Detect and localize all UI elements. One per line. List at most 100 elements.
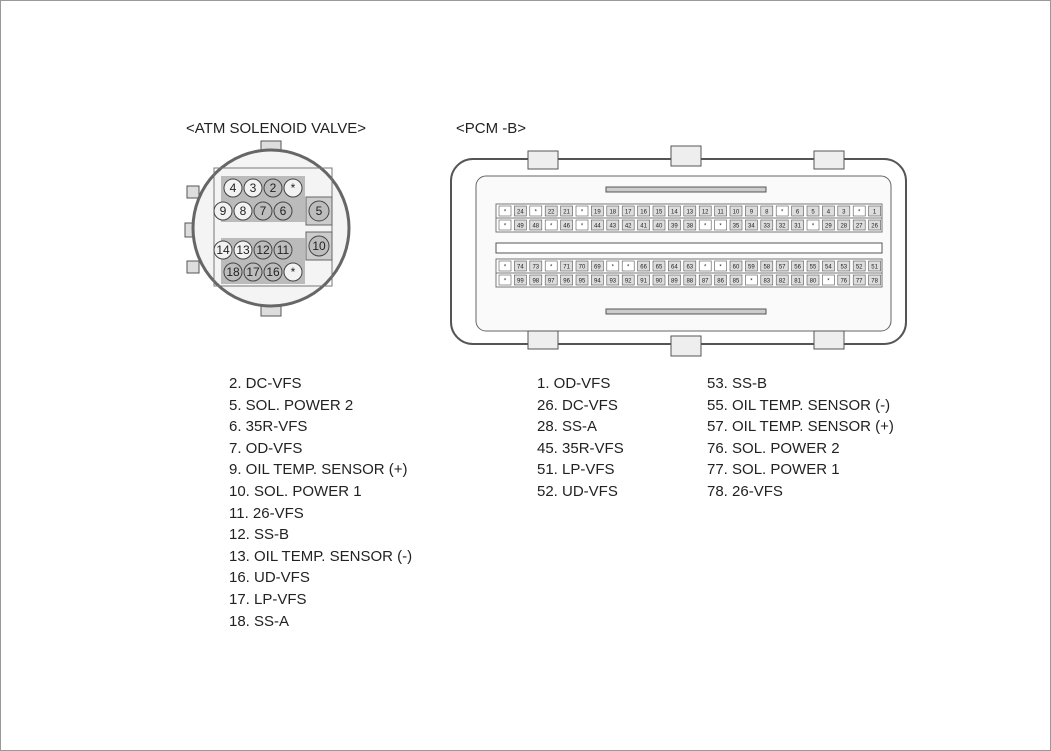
svg-text:48: 48 <box>532 224 539 230</box>
pcm-pin-*: * <box>498 274 512 286</box>
pcm-pin-18: 18 <box>606 205 620 217</box>
svg-text:58: 58 <box>763 265 770 271</box>
svg-text:70: 70 <box>579 265 586 271</box>
svg-text:92: 92 <box>625 279 632 285</box>
pcm-pin-49: 49 <box>514 219 527 231</box>
pcm-pin-*: * <box>498 260 512 272</box>
svg-text:26: 26 <box>871 224 878 230</box>
svg-text:*: * <box>504 265 507 271</box>
pcm-pin-97: 97 <box>544 274 558 286</box>
pcm-pin-46: 46 <box>560 219 573 231</box>
pcm-pin-4: 4 <box>822 205 835 217</box>
svg-text:91: 91 <box>640 279 647 285</box>
svg-text:*: * <box>704 224 707 230</box>
pcm-pin-*: * <box>714 219 727 231</box>
pcm-pin-39: 39 <box>668 219 681 231</box>
atm-pin-17: 17 <box>243 262 263 282</box>
svg-text:*: * <box>812 224 815 230</box>
pcm-pin-22: 22 <box>544 205 558 217</box>
pcm-pin-24: 24 <box>514 205 527 217</box>
pin-description: 10. SOL. POWER 1 <box>229 482 362 500</box>
svg-text:71: 71 <box>563 265 570 271</box>
svg-text:54: 54 <box>825 265 832 271</box>
pcm-pin-*: * <box>544 219 558 231</box>
pin-description: 28. SS-A <box>537 418 598 436</box>
svg-text:*: * <box>504 210 507 216</box>
svg-text:52: 52 <box>856 265 863 271</box>
svg-text:2: 2 <box>270 181 277 195</box>
svg-text:8: 8 <box>765 210 769 216</box>
svg-text:76: 76 <box>840 279 847 285</box>
svg-text:*: * <box>550 265 553 271</box>
svg-text:73: 73 <box>532 265 539 271</box>
pcm-pin-56: 56 <box>791 260 804 272</box>
pcm-pin-38: 38 <box>683 219 697 231</box>
pcm-pin-*: * <box>544 260 558 272</box>
pcm-pin-*: * <box>621 260 635 272</box>
pin-description: 17. LP-VFS <box>229 590 307 608</box>
svg-text:*: * <box>827 279 830 285</box>
atm-pin-4: 4 <box>223 178 243 198</box>
pcm-pin-*: * <box>575 219 589 231</box>
pcm-pin-89: 89 <box>668 274 681 286</box>
pcm-pin-*: * <box>745 274 758 286</box>
pcm-pin-95: 95 <box>575 274 589 286</box>
pcm-pin-27: 27 <box>852 219 866 231</box>
pin-description: 52. UD-VFS <box>537 482 618 500</box>
pcm-pin-54: 54 <box>822 260 835 272</box>
pcm-pin-1: 1 <box>868 205 881 217</box>
pin-description: 13. OIL TEMP. SENSOR (-) <box>229 547 413 565</box>
svg-text:22: 22 <box>548 210 555 216</box>
svg-text:11: 11 <box>717 210 724 216</box>
pcm-pin-*: * <box>806 219 820 231</box>
pcm-pin-60: 60 <box>729 260 743 272</box>
pcm-pin-87: 87 <box>698 274 712 286</box>
pcm-pin-40: 40 <box>652 219 666 231</box>
pcm-pin-11: 11 <box>714 205 727 217</box>
svg-text:32: 32 <box>779 224 786 230</box>
svg-text:83: 83 <box>763 279 770 285</box>
pin-description: 53. SS-B <box>707 375 768 392</box>
pcm-pin-41: 41 <box>637 219 650 231</box>
svg-text:57: 57 <box>779 265 786 271</box>
svg-text:56: 56 <box>794 265 801 271</box>
svg-text:27: 27 <box>856 224 863 230</box>
pcm-pin-42: 42 <box>621 219 635 231</box>
pcm-pin-32: 32 <box>775 219 789 231</box>
atm-pin-8: 8 <box>233 201 253 221</box>
svg-text:99: 99 <box>517 279 524 285</box>
svg-text:12: 12 <box>256 243 270 257</box>
svg-text:63: 63 <box>686 265 693 271</box>
pcm-pin-96: 96 <box>560 274 573 286</box>
svg-text:*: * <box>504 224 507 230</box>
svg-text:80: 80 <box>810 279 817 285</box>
svg-text:43: 43 <box>609 224 616 230</box>
svg-text:16: 16 <box>640 210 647 216</box>
pcm-pin-77: 77 <box>852 274 866 286</box>
pcm-pin-69: 69 <box>591 260 604 272</box>
svg-text:*: * <box>550 224 553 230</box>
pin-description: 5. SOL. POWER 2 <box>229 396 354 414</box>
pin-description: 12. SS-B <box>229 526 290 544</box>
svg-text:15: 15 <box>656 210 663 216</box>
svg-text:65: 65 <box>656 265 663 271</box>
pcm-pin-63: 63 <box>683 260 697 272</box>
pcm-pin-92: 92 <box>621 274 635 286</box>
pcm-pin-64: 64 <box>668 260 681 272</box>
svg-text:93: 93 <box>609 279 616 285</box>
atm-pin-6: 6 <box>273 201 293 221</box>
pcm-pin-48: 48 <box>529 219 543 231</box>
pin-description: 76. SOL. POWER 2 <box>707 439 840 457</box>
pcm-pin-80: 80 <box>806 274 820 286</box>
svg-text:82: 82 <box>779 279 786 285</box>
svg-text:5: 5 <box>316 204 323 218</box>
pcm-pin-*: * <box>498 205 512 217</box>
pcm-pin-21: 21 <box>560 205 573 217</box>
atm-pin-*: * <box>283 262 303 282</box>
svg-text:*: * <box>291 181 296 195</box>
